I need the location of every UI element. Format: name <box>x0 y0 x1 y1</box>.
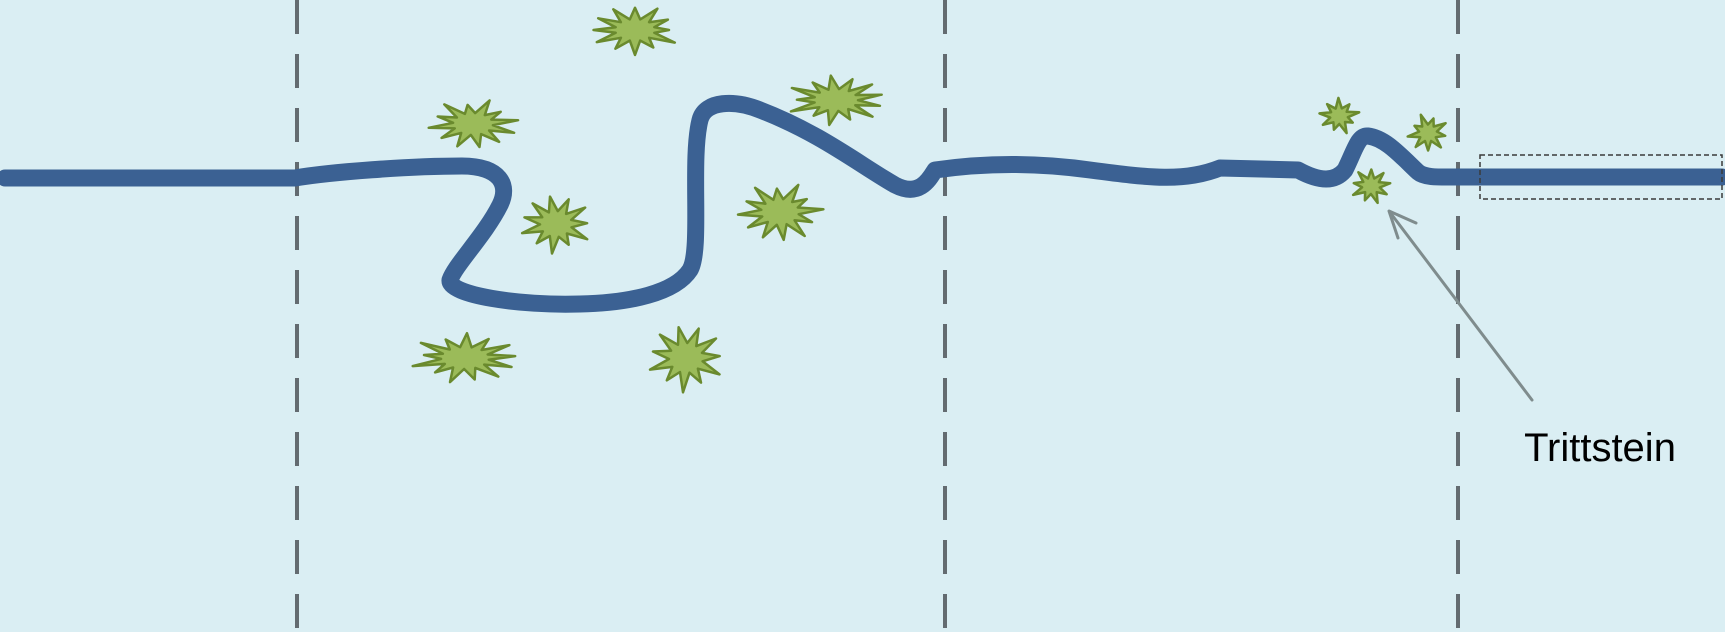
vegetation-cluster-icon <box>738 185 823 240</box>
river-line <box>5 103 1722 304</box>
trittstein-label: Trittstein <box>1480 424 1720 472</box>
vegetation-cluster-icon <box>1320 98 1360 133</box>
vegetation-cluster-icon <box>1353 170 1390 203</box>
vegetation-cluster-icon <box>413 333 516 382</box>
vegetation-cluster-icon <box>650 327 720 392</box>
vegetation-cluster-icon <box>1408 115 1446 151</box>
arrow-icon <box>1389 211 1532 400</box>
vegetation-cluster-icon <box>791 76 882 125</box>
vegetation-cluster-icon <box>522 197 587 254</box>
vegetation-cluster-icon <box>594 8 675 55</box>
vegetation-layer <box>413 8 1446 393</box>
vegetation-cluster-icon <box>429 100 518 147</box>
